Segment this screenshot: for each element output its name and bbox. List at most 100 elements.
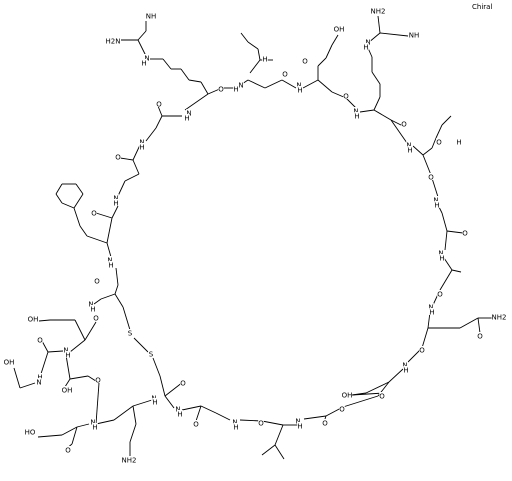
atom-label: O	[218, 86, 224, 94]
bond-line	[247, 41, 259, 50]
atom-label-bg	[139, 143, 145, 150]
atom-label: H	[363, 44, 368, 52]
bond-line	[435, 124, 443, 139]
bond-line	[371, 71, 381, 85]
atom-label-bg	[90, 418, 96, 425]
bond-line	[164, 395, 175, 409]
atom-label-bg	[93, 314, 99, 321]
bond-line	[95, 212, 113, 219]
atom-label: O	[477, 333, 483, 341]
bond-line	[37, 434, 63, 438]
atom-label-bg	[370, 7, 386, 14]
bond-line	[106, 242, 112, 258]
atom-label: N	[402, 362, 407, 370]
atom-label: O	[193, 421, 199, 429]
atom-label: N	[88, 301, 93, 309]
atom-label-bg	[297, 422, 303, 429]
bond-line	[47, 350, 64, 353]
atom-label: N	[186, 110, 191, 118]
bond-line	[195, 405, 202, 422]
atom-label-bg	[3, 358, 15, 365]
atom-label: N	[175, 406, 180, 414]
bond-line	[137, 30, 147, 41]
atom-label-bg	[419, 346, 425, 353]
bond-line	[422, 154, 432, 176]
atom-label: N	[238, 82, 243, 90]
atom-label-bg	[152, 398, 158, 405]
atom-label-bg	[341, 391, 353, 398]
bond-line	[13, 367, 21, 389]
bond-line	[302, 79, 319, 89]
bond-line	[379, 32, 409, 37]
bond-line	[317, 57, 327, 67]
bond-line	[431, 137, 437, 149]
atom-label-bg	[90, 305, 96, 312]
bond-line	[113, 405, 134, 421]
bond-line	[365, 381, 390, 394]
atom-label: O	[436, 139, 442, 147]
atom-label: H	[429, 309, 434, 317]
atom-label: NH2	[492, 314, 507, 322]
atom-label: O	[282, 71, 288, 79]
bond-line	[133, 337, 149, 353]
atom-label-bg	[428, 173, 434, 180]
atom-label: H	[233, 86, 238, 94]
atom-label-bg	[429, 308, 435, 315]
atom-label-bg	[65, 446, 71, 453]
bond-line	[111, 205, 119, 219]
atom-label-bg	[238, 81, 244, 88]
bond-line	[342, 395, 379, 408]
atom-label-bg	[88, 300, 94, 307]
bond-line	[132, 399, 153, 407]
atom-label-bg	[63, 346, 69, 353]
atom-label: O	[428, 174, 434, 182]
bond-line	[71, 426, 78, 445]
bond-line	[93, 298, 102, 305]
bond-line	[95, 382, 100, 425]
bond-line	[249, 59, 261, 74]
bond-line	[390, 119, 408, 144]
atom-label-bg	[322, 419, 328, 426]
bond-line	[164, 381, 184, 397]
atom-label: N	[365, 39, 370, 47]
atom-label: O	[302, 58, 308, 66]
atom-label: O	[93, 315, 99, 323]
bond-line	[61, 202, 75, 209]
bond-line	[373, 96, 381, 111]
atom-label: N	[139, 139, 144, 147]
bond-line	[200, 405, 217, 414]
atom-label: N	[232, 419, 237, 427]
atom-label-bg	[433, 196, 439, 203]
bond-line	[264, 79, 283, 89]
bond-line	[19, 382, 36, 389]
atom-label: N	[295, 418, 300, 426]
atom-label: N	[438, 250, 443, 258]
bond-line	[274, 424, 284, 446]
atom-label-bg	[365, 38, 371, 45]
bond-line	[439, 269, 453, 291]
atom-label-bg	[218, 85, 224, 92]
bond-line	[446, 230, 464, 234]
atom-label-bg	[121, 456, 137, 463]
atom-label-bg	[145, 12, 157, 19]
bond-line	[388, 368, 404, 383]
atom-label-bg	[127, 329, 133, 336]
atom-label: O	[343, 93, 349, 101]
bond-line	[200, 81, 209, 95]
atom-label-bg	[302, 57, 308, 64]
atom-label: N	[63, 347, 68, 355]
bond-line	[240, 32, 249, 43]
atom-label-bg	[148, 350, 154, 357]
bond-line	[390, 119, 404, 127]
atom-label-bg	[339, 405, 345, 412]
atom-label-bg	[436, 138, 442, 145]
bond-line	[257, 48, 261, 61]
bond-line	[145, 127, 157, 142]
bond-line	[79, 225, 88, 237]
chiral-label: Chiral	[472, 3, 493, 11]
atom-label-bg	[65, 351, 71, 358]
bond-line	[421, 327, 429, 349]
atom-label: H	[177, 411, 182, 419]
bond-line	[373, 109, 392, 121]
bond-line	[451, 269, 462, 273]
